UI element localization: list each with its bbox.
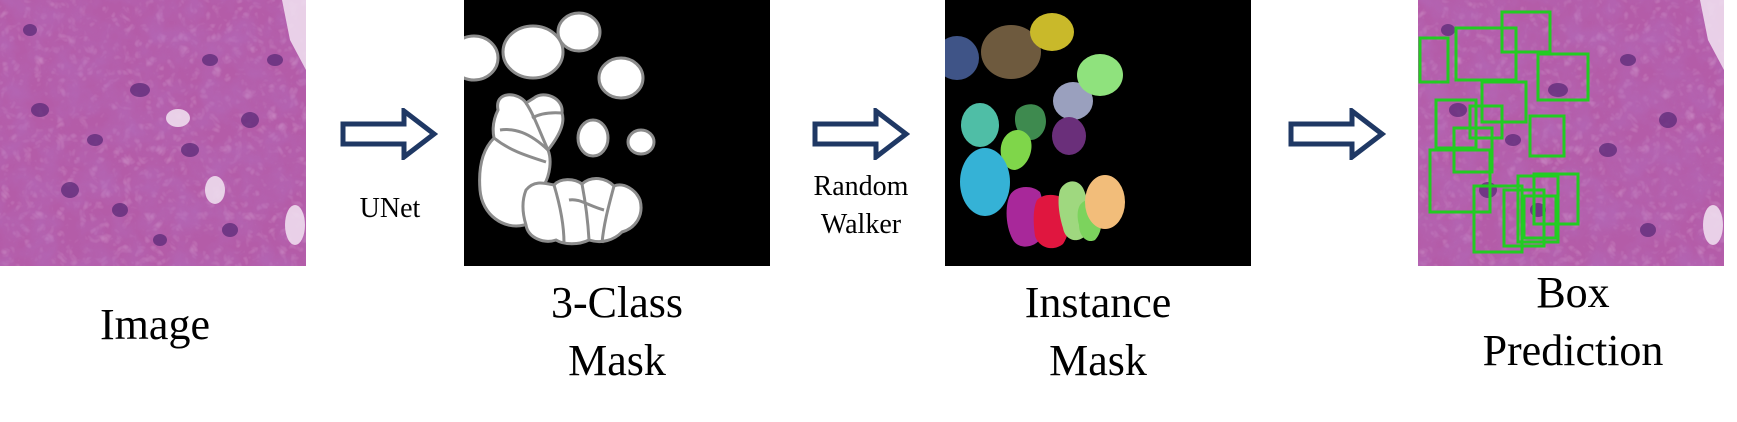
instance-mask [945,0,1251,266]
bounding-boxes [1418,10,1590,254]
instances [945,13,1125,249]
white-spaces [166,0,306,245]
arrow-right-icon [340,108,438,160]
nuclei [23,24,283,246]
transition-label-unet: UNet [359,193,421,224]
caption-image: Image [100,300,210,349]
arrow-right-icon [812,108,910,160]
caption-3-class-mask: 3-Class Mask [551,278,683,385]
mask-boundaries [493,102,616,244]
caption-box-prediction: Box Prediction [1482,268,1664,375]
histology-image [0,0,306,266]
arrow-right-icon [1288,108,1386,160]
three-class-mask-graphic [464,0,770,266]
histology-image-graphic [0,0,306,266]
three-class-mask [464,0,770,266]
instance-mask-graphic [945,0,1251,266]
transition-label-random-walker: Random Walker [813,171,909,240]
box-prediction-graphic [1418,0,1724,266]
caption-instance-mask: Instance Mask [1024,278,1172,385]
box-prediction [1418,0,1724,266]
